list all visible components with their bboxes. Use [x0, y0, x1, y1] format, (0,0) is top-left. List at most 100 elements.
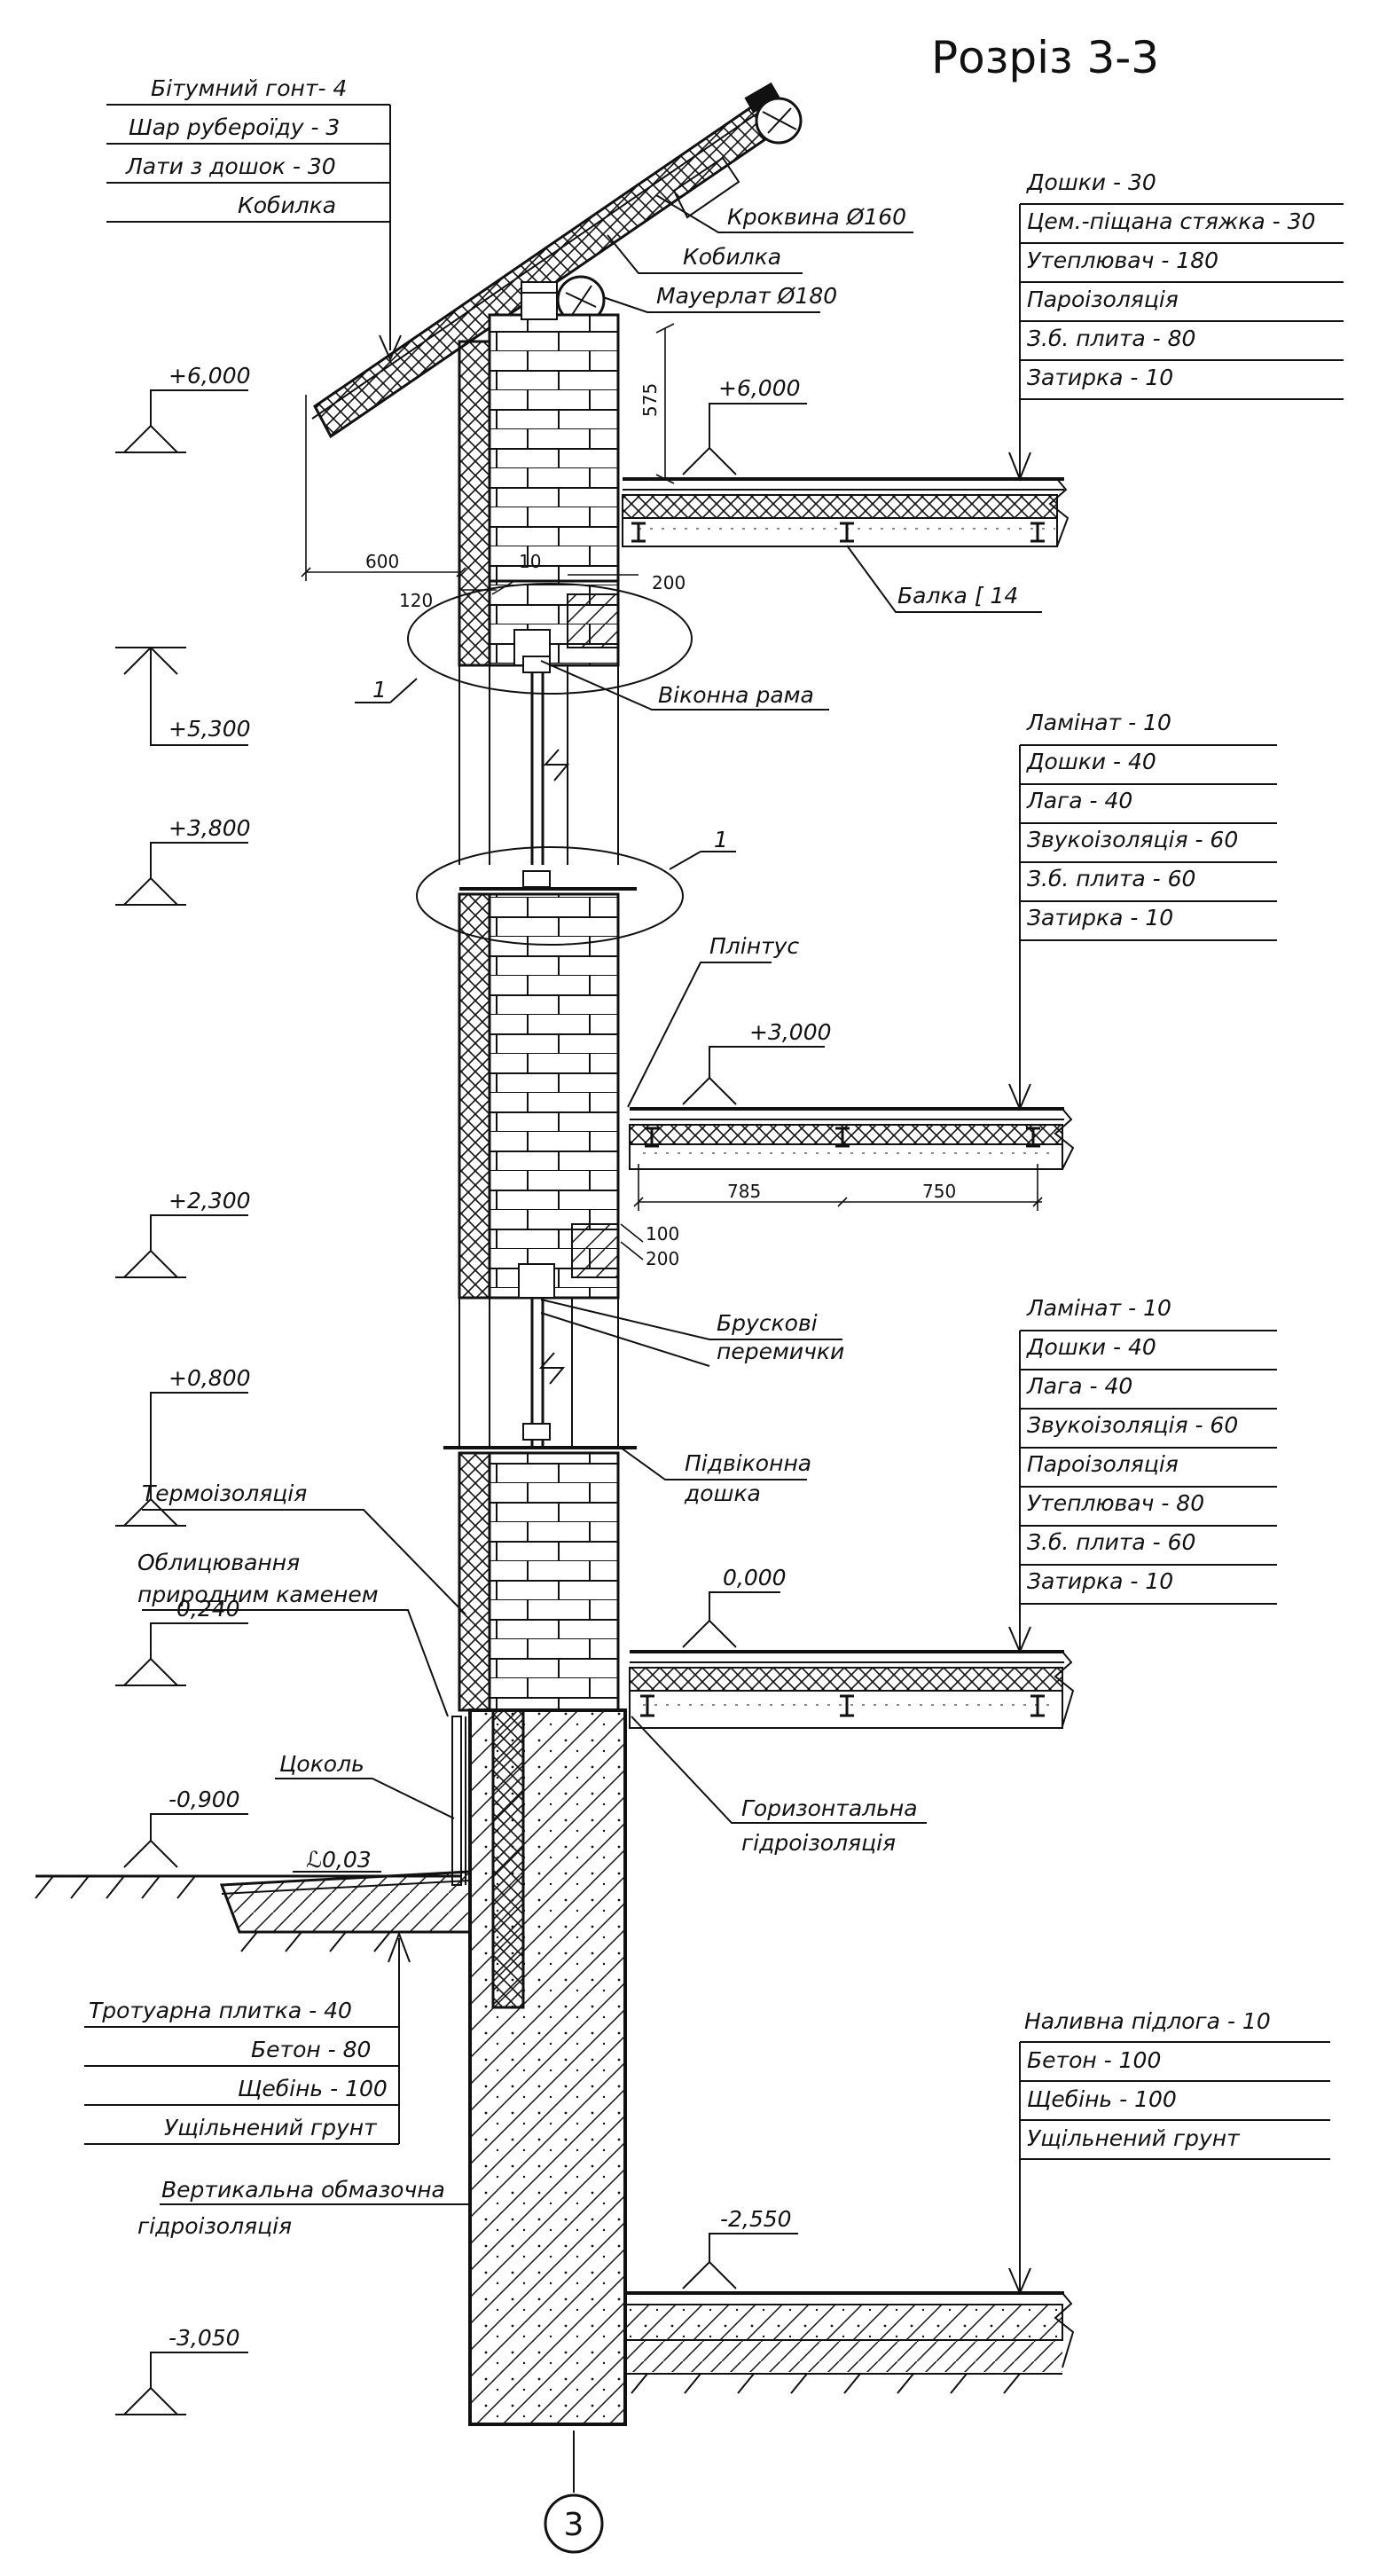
level-marks-left [115, 389, 248, 2415]
floor2-layer-3: Лага - 40 [1026, 788, 1132, 813]
attic-layer-1: Дошки - 30 [1026, 169, 1156, 195]
sidewalk-layer-2: Бетон - 80 [251, 2037, 371, 2062]
sidewalk-layers-table [84, 1931, 411, 2145]
basement-layer-1: Наливна підлога - 10 [1024, 2008, 1271, 2034]
dim-200-upper: 200 [652, 572, 686, 593]
kobylka-label: Кобилка [683, 244, 781, 270]
basement-floor-slab [624, 2291, 1075, 2372]
level-minus-0900: -0,900 [168, 1787, 240, 1812]
level-floor-minus-2550: -2,550 [720, 2206, 792, 2232]
attic-layer-6: Затирка - 10 [1027, 365, 1173, 390]
floor2-layers-table [1008, 744, 1277, 1111]
level-floor-6000: +6,000 [718, 375, 801, 401]
hwp-label-2: гідроізоляція [741, 1830, 896, 1856]
sill-label-1: Підвіконна [685, 1450, 811, 1476]
window-opening-lower [458, 1298, 619, 1446]
level-marks-floors [682, 403, 825, 2289]
vwp-label-1: Вертикальна обмазочна [161, 2177, 445, 2203]
wall-second-floor [458, 887, 637, 1300]
facing-label-1: Облицювання [137, 1550, 300, 1575]
axis-3: 3 [544, 2431, 604, 2554]
level-plus-5300: +5,300 [168, 716, 251, 742]
dimension-lines [301, 323, 1043, 1261]
floor2-layer-5: З.б. плита - 60 [1027, 866, 1195, 891]
floor1-layer-4: Звукоізоляція - 60 [1027, 1412, 1238, 1438]
floor1-layer-6: Утеплювач - 80 [1027, 1490, 1204, 1516]
dim-600: 600 [365, 551, 399, 572]
dim-10: 10 [519, 551, 541, 572]
basement-layer-2: Бетон - 100 [1027, 2047, 1161, 2073]
level-minus-3050: -3,050 [168, 2325, 240, 2351]
roof-layer-1: Бітумний гонт- 4 [151, 75, 347, 101]
mauerlat-label: Мауерлат Ø180 [656, 283, 837, 309]
dim-100: 100 [646, 1223, 679, 1245]
beam-label: Балка [ 14 [897, 583, 1018, 609]
level-floor-3000: +3,000 [749, 1019, 832, 1045]
hwp-label-1: Горизонтальна [741, 1795, 918, 1821]
dim-785: 785 [727, 1181, 761, 1202]
basement-layer-3: Щебінь - 100 [1027, 2086, 1177, 2112]
detail-1-label-b: 1 [714, 827, 728, 852]
roof-layer-2: Шар рубероїду - 3 [129, 114, 340, 140]
floor1-layer-3: Лага - 40 [1026, 1373, 1132, 1399]
foundation [451, 1708, 627, 2426]
floor2-layer-1: Ламінат - 10 [1026, 710, 1171, 735]
floor2-layer-6: Затирка - 10 [1027, 905, 1173, 931]
floor1-layer-5: Пароізоляція [1027, 1451, 1179, 1477]
socle-label: Цоколь [279, 1751, 364, 1777]
floor2-layer-2: Дошки - 40 [1026, 749, 1156, 774]
lintels-label-2: перемички [717, 1339, 844, 1364]
floor1-layers-table [1008, 1330, 1277, 1654]
sill-label-2: дошка [684, 1480, 761, 1506]
floor1-layer-8: Затирка - 10 [1027, 1568, 1173, 1594]
detail-callouts [355, 583, 736, 946]
sidewalk-layer-3: Щебінь - 100 [238, 2076, 388, 2101]
wall-first-floor [443, 1446, 637, 1712]
level-plus-2300: +2,300 [168, 1188, 251, 1213]
roof-layer-4: Кобилка [238, 192, 336, 218]
sidewalk-layer-4: Ущільнений грунт [164, 2115, 378, 2140]
floor1-layer-2: Дошки - 40 [1026, 1334, 1156, 1360]
slope-label: ℒ0,03 [306, 1847, 372, 1873]
attic-layer-5: З.б. плита - 80 [1027, 326, 1195, 351]
second-floor-slab [629, 1107, 1075, 1170]
first-floor-slab [629, 1650, 1075, 1729]
roof-layers-table [106, 104, 402, 362]
lintels-label-1: Брускові [717, 1310, 818, 1336]
sidewalk-layer-1: Тротуарна плитка - 40 [89, 1998, 352, 2023]
roof-callout-leaders [602, 194, 913, 313]
attic-floor-slab [622, 477, 1070, 547]
rafter-label: Кроквина Ø160 [727, 204, 906, 230]
axis-marker: 3 [564, 2507, 584, 2543]
plinth-label: Плінтус [709, 933, 799, 959]
floor2-layer-4: Звукоізоляція - 60 [1027, 827, 1238, 852]
floor1-layer-7: З.б. плита - 60 [1027, 1529, 1195, 1555]
dim-575: 575 [639, 383, 661, 417]
detail-1-label-a: 1 [372, 677, 387, 703]
dim-120: 120 [399, 590, 433, 611]
floor1-layer-1: Ламінат - 10 [1026, 1295, 1171, 1321]
facing-label-2: природним каменем [137, 1582, 379, 1607]
level-plus-0800: +0,800 [168, 1365, 251, 1391]
drawing-title: Розріз 3-3 [931, 32, 1159, 83]
attic-layer-3: Утеплювач - 180 [1027, 247, 1218, 273]
window-opening-upper [458, 656, 619, 888]
level-plus-3800: +3,800 [168, 815, 251, 841]
basement-layer-4: Ущільнений грунт [1027, 2125, 1241, 2151]
attic-layer-2: Цем.-піщана стяжка - 30 [1027, 208, 1315, 234]
attic-layer-4: Пароізоляція [1027, 287, 1179, 312]
vwp-label-2: гідроізоляція [137, 2213, 292, 2239]
window-frame-label: Віконна рама [658, 682, 814, 708]
ground-sidewalk [35, 1870, 472, 1952]
dim-200-lower: 200 [646, 1248, 679, 1269]
level-floor-0000: 0,000 [723, 1565, 787, 1590]
vent-pipe-icon [744, 82, 803, 145]
level-minus-0240: -0,240 [168, 1596, 240, 1622]
wall-upper [458, 292, 620, 667]
thermal-label: Термоізоляція [142, 1480, 307, 1506]
roof-layer-3: Лати з дошок - 30 [125, 153, 336, 179]
attic-layers-table [1008, 203, 1344, 482]
dim-750: 750 [922, 1181, 956, 1202]
basement-layers-table [1008, 2041, 1330, 2296]
